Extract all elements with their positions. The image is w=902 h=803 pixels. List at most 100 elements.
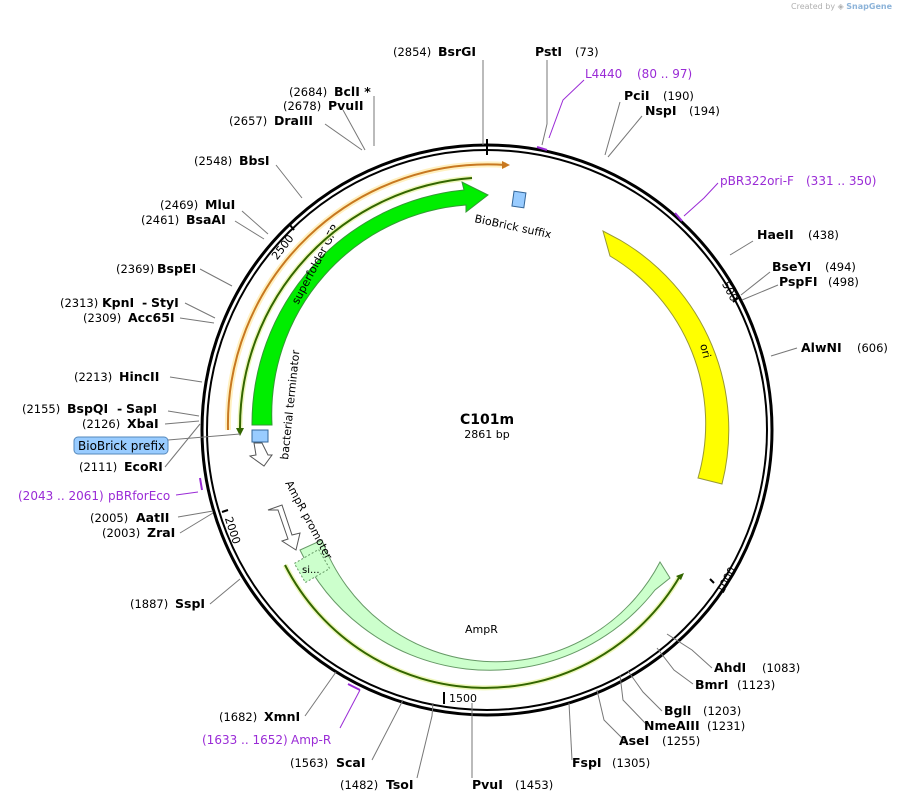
- site-kpni-name[interactable]: KpnI: [102, 295, 134, 310]
- site-nspi-pos: (194): [689, 104, 720, 118]
- site-acc65i-name[interactable]: Acc65I: [128, 310, 175, 325]
- site-bspei-name[interactable]: BspEI: [157, 261, 196, 276]
- restriction-site-labels: (2854) BsrGI PstI (73) (2684) BclI * (26…: [22, 44, 888, 792]
- site-sspi-name[interactable]: SspI: [175, 596, 205, 611]
- site-psti-name[interactable]: PstI: [535, 44, 562, 59]
- site-nmeaiii-pos: (1231): [707, 719, 745, 733]
- site-alwni-name[interactable]: AlwNI: [801, 340, 842, 355]
- primer-l4440-name[interactable]: L4440: [585, 67, 622, 81]
- site-asei-name[interactable]: AseI: [619, 733, 649, 748]
- site-ecori-pos: (2111): [79, 460, 117, 474]
- primer-pbr322ori-f-name[interactable]: pBR322ori-F: [720, 174, 794, 188]
- site-bmri-pos: (1123): [737, 678, 775, 692]
- site-sapi-name[interactable]: SapI: [126, 401, 157, 416]
- site-psti-pos: (73): [575, 45, 599, 59]
- tick-label-1000: 1000: [714, 565, 739, 596]
- site-ahdi-name[interactable]: AhdI: [714, 660, 746, 675]
- site-nspi-name[interactable]: NspI: [645, 103, 677, 118]
- site-pvui-name[interactable]: PvuI: [472, 777, 503, 792]
- site-bsrgi-pos: (2854): [393, 45, 431, 59]
- site-bsaai-name[interactable]: BsaAI: [186, 212, 226, 227]
- site-ahdi-pos: (1083): [762, 661, 800, 675]
- ori-feature[interactable]: [602, 230, 730, 485]
- site-tsoi-pos: (1482): [340, 778, 378, 792]
- site-pcii-pos: (190): [663, 89, 694, 103]
- primer-pbrforeco-range: (2043 .. 2061): [18, 489, 104, 503]
- site-asei-pos: (1255): [662, 734, 700, 748]
- primer-labels: L4440 (80 .. 97) pBR322ori-F (331 .. 350…: [18, 67, 876, 747]
- site-ecori-name[interactable]: EcoRI: [124, 459, 163, 474]
- site-mlui-pos: (2469): [160, 198, 198, 212]
- site-fspi-name[interactable]: FspI: [572, 755, 602, 770]
- site-aatii-name[interactable]: AatII: [136, 510, 169, 525]
- site-bseyi-pos: (494): [825, 260, 856, 274]
- ampr-orf-line: [284, 564, 681, 689]
- site-bmri-name[interactable]: BmrI: [695, 677, 728, 692]
- site-acc65i-pos: (2309): [83, 311, 121, 325]
- site-hincii-pos: (2213): [74, 370, 112, 384]
- tick-label-1500: 1500: [449, 692, 477, 705]
- site-sspi-pos: (1887): [130, 597, 168, 611]
- superfolder-gfp-feature[interactable]: [251, 181, 489, 426]
- site-bgli-name[interactable]: BglI: [664, 703, 691, 718]
- site-pcii-name[interactable]: PciI: [624, 88, 650, 103]
- site-tsoi-name[interactable]: TsoI: [386, 777, 414, 792]
- site-xbai-name[interactable]: XbaI: [127, 416, 159, 431]
- biobrick-prefix-text: BioBrick prefix: [78, 439, 165, 453]
- plasmid-name: C101m: [460, 412, 514, 428]
- primer-pbr322ori-f-range: (331 .. 350): [806, 174, 876, 188]
- credit-brand: SnapGene: [846, 2, 892, 11]
- primer-pbrforeco-name[interactable]: pBRforEco: [108, 489, 170, 503]
- site-aatii-pos: (2005): [90, 511, 128, 525]
- site-styi-dash: -: [142, 295, 147, 310]
- gfp-orf-arrowhead: [236, 428, 244, 436]
- biobrick-prefix-label[interactable]: BioBrick prefix: [73, 436, 169, 455]
- site-scai-pos: (1563): [290, 756, 328, 770]
- biobrick-suffix-feature[interactable]: [511, 190, 527, 209]
- site-zrai-name[interactable]: ZraI: [147, 525, 175, 540]
- site-bspqi-name[interactable]: BspQI: [67, 401, 108, 416]
- site-bsaai-pos: (2461): [141, 213, 179, 227]
- signal-sequence-label: si...: [302, 565, 320, 576]
- site-nmeaiii-name[interactable]: NmeAIII: [644, 718, 700, 733]
- site-pvui-pos: (1453): [515, 778, 553, 792]
- site-pvuii-name[interactable]: PvuII: [328, 98, 364, 113]
- site-haeii-name[interactable]: HaeII: [757, 227, 794, 242]
- site-kpni-pos: (2313): [60, 296, 98, 310]
- site-draiii-pos: (2657): [229, 114, 267, 128]
- site-mlui-name[interactable]: MluI: [205, 197, 235, 212]
- site-alwni-pos: (606): [857, 341, 888, 355]
- site-pvuii-pos: (2678): [283, 99, 321, 113]
- site-xbai-pos: (2126): [82, 417, 120, 431]
- ori-label: ori: [697, 342, 713, 359]
- gfp-orf-line: [238, 177, 473, 429]
- ampr-orf-arrowhead: [676, 573, 684, 580]
- site-draiii-name[interactable]: DraIII: [274, 113, 313, 128]
- site-bgli-pos: (1203): [703, 704, 741, 718]
- biobrick-suffix-label: BioBrick suffix: [473, 212, 553, 241]
- site-xmni-name[interactable]: XmnI: [264, 709, 300, 724]
- signal-sequence-feature[interactable]: [293, 548, 331, 584]
- biobrick-prefix-feature[interactable]: [251, 429, 269, 443]
- site-styi-name[interactable]: StyI: [151, 295, 179, 310]
- primer-l4440-range: (80 .. 97): [637, 67, 692, 81]
- site-bsrgi-name[interactable]: BsrGI: [438, 44, 476, 59]
- site-hincii-name[interactable]: HincII: [119, 369, 159, 384]
- site-bbsi-name[interactable]: BbsI: [239, 153, 270, 168]
- snapgene-logo-icon: ◈: [837, 2, 844, 11]
- primer-amp-r-range: (1633 .. 1652): [202, 733, 288, 747]
- site-scai-name[interactable]: ScaI: [336, 755, 366, 770]
- site-bseyi-name[interactable]: BseYI: [772, 259, 811, 274]
- primer-amp-r-name[interactable]: Amp-R: [291, 733, 331, 747]
- site-pspfi-name[interactable]: PspFI: [779, 274, 818, 289]
- site-bcli-name[interactable]: BclI *: [334, 84, 371, 99]
- bacterial-terminator-feature[interactable]: [248, 442, 273, 467]
- ampr-promoter-feature[interactable]: [267, 504, 301, 551]
- ampr-feature[interactable]: [299, 539, 671, 671]
- site-bbsi-pos: (2548): [194, 154, 232, 168]
- site-pspfi-pos: (498): [828, 275, 859, 289]
- ampr-label: AmpR: [465, 623, 498, 636]
- site-bcli-pos: (2684): [289, 85, 327, 99]
- site-haeii-pos: (438): [808, 228, 839, 242]
